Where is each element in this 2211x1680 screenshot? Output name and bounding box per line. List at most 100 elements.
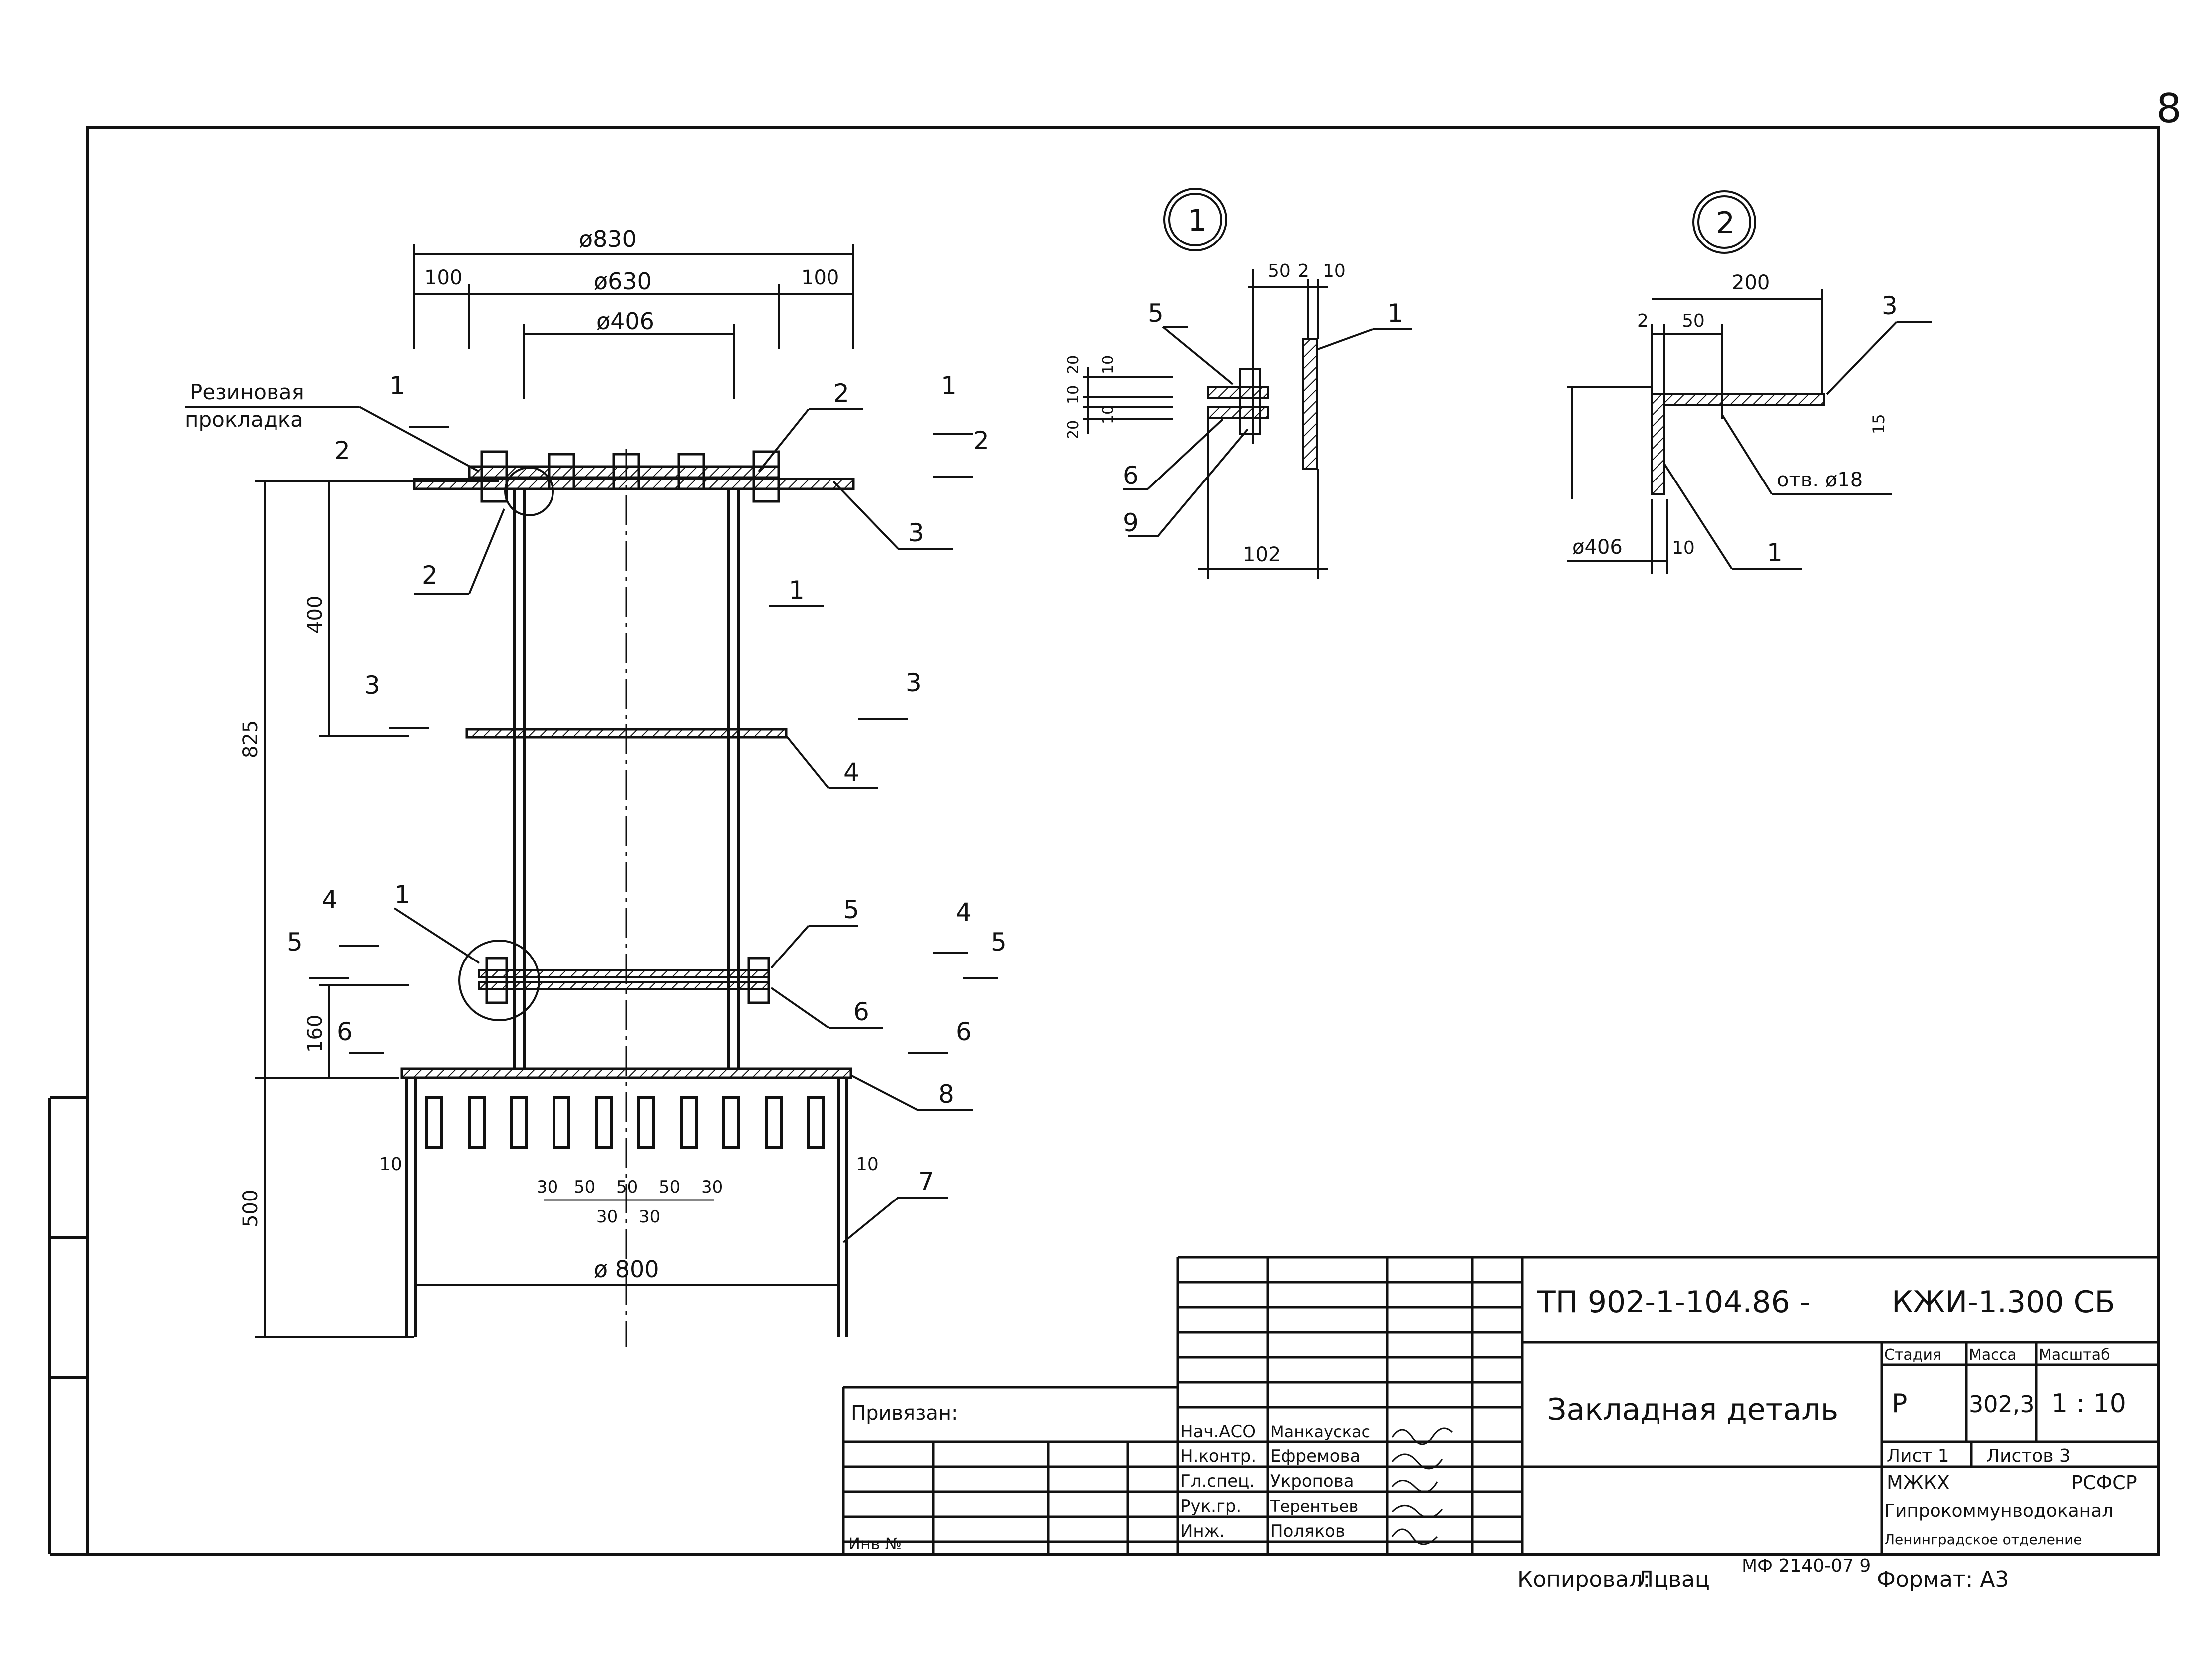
detail-1-dim-side-2: 10 — [1065, 385, 1082, 404]
name-3: Терентьев — [1270, 1497, 1358, 1516]
shell-slots — [425, 1096, 825, 1149]
main-view: ø830 100 ø630 100 ø406 Резиновая проклад… — [185, 226, 1007, 1347]
stamp: МФ 2140-07 9 — [1742, 1556, 1871, 1576]
name-0: Манкаускас — [1270, 1422, 1370, 1441]
detail-2-dim-diam: ø406 — [1572, 536, 1623, 559]
bound-label: Привязан: — [851, 1402, 958, 1425]
mass-header: Масса — [1969, 1346, 2017, 1364]
doc-mark: КЖИ-1.300 СБ — [1892, 1285, 2115, 1320]
sheets-label: Листов 3 — [1986, 1446, 2071, 1466]
dim-10-right: 10 — [856, 1154, 879, 1175]
dim-400: 400 — [304, 596, 327, 634]
detail-2-hole-label: отв. ø18 — [1777, 469, 1863, 491]
name-1: Ефремова — [1270, 1446, 1360, 1466]
detail-2-dim-50: 50 — [1682, 311, 1705, 331]
detail-2-circle-main — [504, 467, 554, 516]
position-3-top: 3 — [908, 518, 924, 547]
section-mark-3-left: 3 — [364, 671, 380, 700]
bottom-plate — [400, 1067, 852, 1079]
lower-bolts — [485, 957, 770, 1004]
position-2-top: 2 — [833, 379, 849, 408]
rubber-gasket-label-1: Резиновая — [190, 380, 304, 404]
detail-1-dim-102: 102 — [1243, 543, 1281, 566]
section-mark-1-right: 1 — [941, 371, 957, 400]
copied-label: Копировал: — [1517, 1567, 1650, 1592]
dim-bottom-diam: ø 800 — [594, 1256, 659, 1283]
section-mark-2-left: 2 — [334, 436, 350, 465]
position-8: 8 — [938, 1080, 954, 1109]
middle-ring — [465, 728, 788, 739]
section-mark-5-left: 5 — [287, 928, 303, 957]
name-2: Укропова — [1270, 1471, 1354, 1491]
position-6: 6 — [853, 997, 869, 1026]
lower-flange-2 — [478, 981, 770, 990]
dim-inner-diam: ø406 — [596, 308, 654, 335]
detail-1-callout: 1 — [1188, 203, 1207, 238]
role-3: Рук.гр. — [1180, 1496, 1241, 1516]
position-1-mid: 1 — [789, 576, 805, 605]
signatures — [1391, 1427, 1453, 1545]
section-mark-4-right: 4 — [956, 898, 972, 927]
scale-value: 1 : 10 — [2051, 1389, 2126, 1419]
stage-value: Р — [1892, 1389, 1907, 1419]
lower-flange — [478, 969, 770, 978]
org-line1-left: МЖКХ — [1887, 1472, 1950, 1494]
top-dimension-lines — [413, 244, 854, 399]
scale-header: Масштаб — [2039, 1346, 2110, 1364]
rubber-gasket-label-2: прокладка — [185, 407, 303, 432]
dim-10-left: 10 — [379, 1154, 402, 1175]
slot-spacing-3: 50 — [659, 1177, 680, 1197]
detail-1: 1 50 2 10 — [1065, 188, 1412, 579]
section-mark-6-right: 6 — [956, 1017, 972, 1046]
dim-outer-diam: ø830 — [579, 226, 637, 252]
position-leaders — [393, 408, 973, 1243]
detail-1-dim-side-0: 10 — [1100, 355, 1117, 374]
stage-header: Стадия — [1884, 1346, 1941, 1364]
detail-1-dim-side-3: 10 — [1100, 405, 1117, 424]
section-mark-1-left: 1 — [389, 371, 405, 400]
inv-label: Инв № — [848, 1534, 902, 1553]
detail-2-pos-1: 1 — [1767, 538, 1783, 567]
position-2-left: 2 — [422, 561, 438, 590]
detail-1-dim-10: 10 — [1323, 261, 1346, 281]
mass-value: 302,3 — [1969, 1391, 2035, 1418]
dim-160: 160 — [304, 1015, 327, 1053]
sheet-label: Лист 1 — [1887, 1446, 1949, 1466]
org-line2: Гипрокоммунводоканал — [1884, 1501, 2113, 1521]
detail-1-dim-50: 50 — [1268, 261, 1291, 281]
position-5: 5 — [843, 895, 859, 924]
drawing-frame — [48, 126, 2160, 1556]
section-mark-6-left: 6 — [337, 1017, 353, 1046]
position-7: 7 — [918, 1167, 934, 1196]
detail-1-pos-5: 5 — [1148, 299, 1164, 328]
section-marks — [309, 426, 998, 1054]
detail-1-dim-side-4: 20 — [1065, 420, 1082, 439]
detail-1-pos-9: 9 — [1123, 508, 1139, 537]
role-2: Гл.спец. — [1180, 1471, 1255, 1491]
slot-spacing-2: 50 — [616, 1177, 638, 1197]
detail-2-dim-10: 10 — [1672, 538, 1695, 558]
role-0: Нач.АСО — [1180, 1422, 1256, 1441]
slot-spacing-4: 30 — [701, 1177, 723, 1197]
section-mark-5-right: 5 — [991, 928, 1007, 957]
detail-2-pos-3: 3 — [1882, 291, 1898, 320]
dim-bolt-circle: ø630 — [594, 268, 652, 295]
name-4: Поляков — [1270, 1521, 1345, 1541]
detail-2-dim-200: 200 — [1732, 271, 1770, 294]
detail-1-pos-6: 6 — [1123, 461, 1139, 490]
detail-2-dim-2: 2 — [1637, 311, 1649, 331]
slot-spacing-6: 30 — [639, 1207, 660, 1227]
copied-by: Лцвац — [1637, 1567, 1710, 1592]
section-mark-2-right: 2 — [973, 426, 989, 455]
doc-name: Закладная деталь — [1547, 1392, 1838, 1427]
role-4: Инж. — [1180, 1521, 1225, 1541]
position-1-left: 1 — [394, 880, 410, 909]
org-line1-right: РСФСР — [2071, 1472, 2137, 1494]
slot-spacing-5: 30 — [596, 1207, 618, 1227]
detail-1-dim-side-1: 20 — [1065, 355, 1082, 374]
title-block: ТП 902-1-104.86 - КЖИ-1.300 СБ Закладная… — [842, 1256, 2159, 1554]
doc-code: ТП 902-1-104.86 - — [1537, 1285, 1811, 1320]
slot-spacing-0: 30 — [537, 1177, 558, 1197]
slot-spacing-1: 50 — [574, 1177, 595, 1197]
